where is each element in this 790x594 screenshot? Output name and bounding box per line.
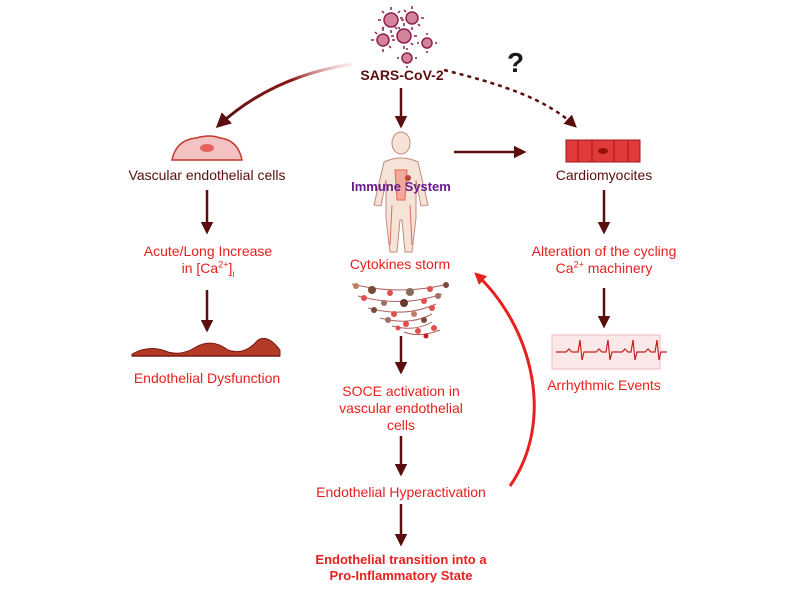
cytokines-storm-label: Cytokines storm	[349, 256, 451, 272]
cardiomyocytes-label: Cardiomyocites	[555, 167, 653, 183]
immune-system-label: Immune System	[351, 179, 451, 194]
ecg-trace-icon	[551, 334, 667, 370]
calcium-bracket: ]	[228, 260, 233, 276]
virus-particle-icon	[371, 28, 395, 52]
dysfunctional-endothelium-icon	[131, 337, 281, 357]
arrow-virus-to-endothelial	[215, 62, 353, 129]
feedback-arrow	[474, 272, 536, 487]
cytokine-storm-icon	[351, 282, 449, 339]
calcium-increase-line2: in [Ca2+]i	[118, 259, 298, 279]
virus-particle-icon	[391, 23, 417, 49]
unknown-mark: ?	[507, 47, 524, 78]
calcium-cycling-superscript: 2+	[573, 259, 584, 270]
calcium-increase-label: Acute/Long Increase in [Ca2+]i	[118, 243, 298, 279]
calcium-cycling-rest: machinery	[583, 260, 653, 276]
human-body-icon	[373, 131, 429, 253]
calcium-superscript: 2+	[218, 259, 229, 270]
endothelial-hyperactivation-label: Endothelial Hyperactivation	[316, 484, 486, 500]
arrhythmic-events-label: Arrhythmic Events	[547, 377, 661, 393]
soce-line3: cells	[386, 417, 415, 433]
soce-line1: SOCE activation in	[342, 383, 460, 399]
calcium-cycling-line1: Alteration of the cycling	[531, 243, 677, 259]
calcium-cycling-line2: Ca2+ machinery	[514, 260, 694, 277]
virus-cluster-icon	[371, 6, 437, 68]
cardiomyocyte-icon	[565, 139, 641, 163]
endothelial-cells-label: Vascular endothelial cells	[128, 167, 286, 183]
virus-particle-icon	[417, 33, 437, 53]
virus-particle-icon	[400, 6, 424, 30]
virus-particle-icon	[397, 48, 417, 68]
calcium-increase-line1: Acute/Long Increase	[143, 243, 273, 259]
pro-inflammatory-line2: Pro-Inflammatory State	[329, 568, 473, 583]
arrow-virus-to-cardiomyocytes-dashed	[443, 68, 577, 128]
endothelial-cell-icon	[171, 135, 243, 161]
calcium-cycling-label: Alteration of the cycling Ca2+ machinery	[514, 243, 694, 277]
pro-inflammatory-label: Endothelial transition into a Pro-Inflam…	[296, 552, 506, 584]
soce-activation-label: SOCE activation in vascular endothelial …	[318, 383, 484, 434]
pro-inflammatory-line1: Endothelial transition into a	[315, 552, 487, 567]
virus-label: SARS-CoV-2	[360, 67, 444, 83]
soce-line2: vascular endothelial	[339, 400, 463, 416]
calcium-cycling-ca: Ca	[555, 260, 574, 276]
calcium-prefix: in [Ca	[181, 260, 219, 276]
calcium-subscript: i	[232, 268, 235, 279]
virus-particle-icon	[378, 7, 404, 33]
endothelial-dysfunction-label: Endothelial Dysfunction	[133, 370, 281, 386]
